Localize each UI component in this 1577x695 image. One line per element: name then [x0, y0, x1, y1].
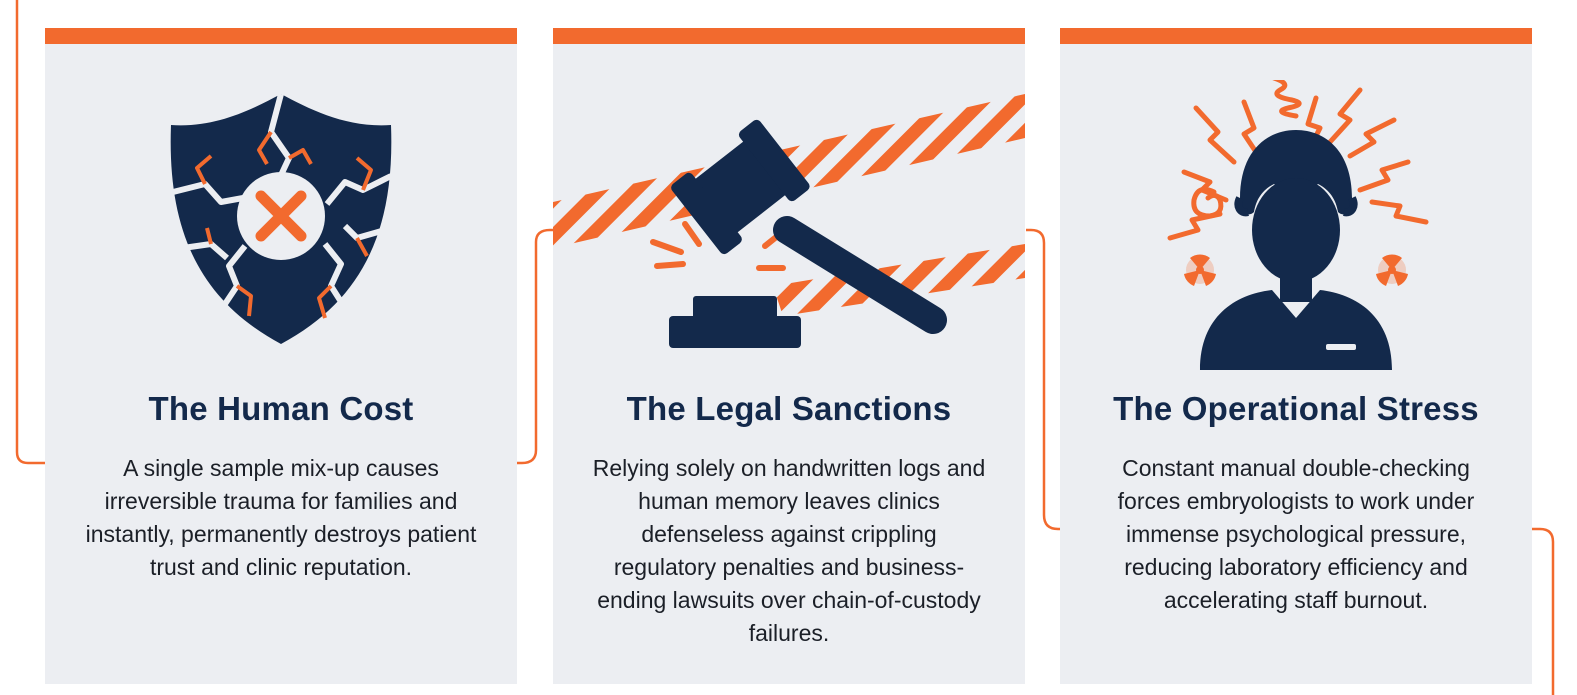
gavel-warning-tape-icon	[553, 94, 1025, 348]
card-accent-bar	[45, 28, 517, 44]
card-title: The Operational Stress	[1113, 390, 1479, 427]
card-title: The Legal Sanctions	[626, 390, 952, 427]
card-accent-bar	[1060, 28, 1532, 44]
card-operational-stress: The Operational Stress Constant manual d…	[1060, 28, 1532, 684]
stressed-embryologist-icon	[1167, 80, 1429, 370]
card-description: A single sample mix-up causes irreversib…	[85, 455, 477, 580]
card-description: Constant manual double-checking forces e…	[1117, 455, 1475, 613]
card-human-cost: The Human Cost A single sample mix-up ca…	[45, 28, 517, 684]
card-accent-bar	[553, 28, 1025, 44]
card-description: Relying solely on handwritten logs and h…	[592, 455, 986, 646]
card-legal-sanctions: The Legal Sanctions Relying solely on ha…	[553, 28, 1025, 684]
card-title: The Human Cost	[148, 390, 414, 427]
broken-shield-icon	[170, 93, 393, 344]
